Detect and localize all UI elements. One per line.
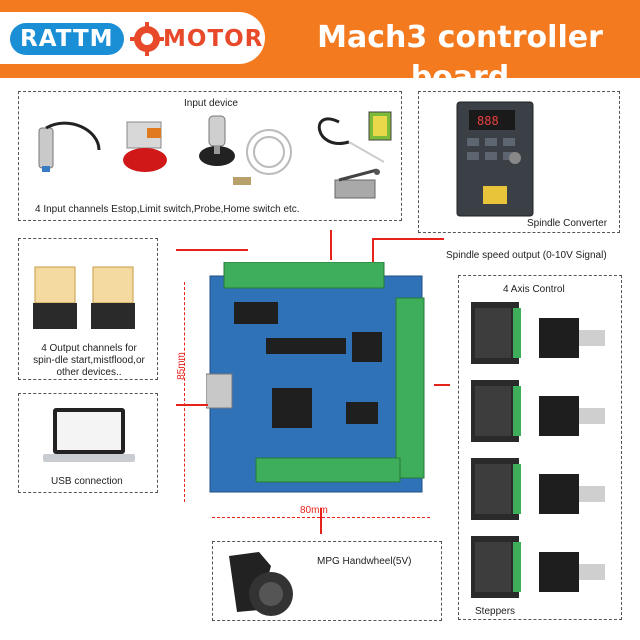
output-devices-panel: 4 Output channels for spin-dle start,mis… xyxy=(18,238,158,380)
arrow-to-spindle xyxy=(372,238,444,240)
mpg-handwheel-caption: MPG Handwheel(5V) xyxy=(317,556,412,567)
svg-text:888: 888 xyxy=(477,114,499,128)
input-device-caption: 4 Input channels Estop,Limit switch,Prob… xyxy=(35,204,300,215)
board-pin-label: NTUO xyxy=(276,497,296,504)
page-title: Mach3 controller board xyxy=(317,20,603,95)
axis-control-panel: 4 Axis Control Steppers xyxy=(458,275,622,620)
steppers-caption: Steppers xyxy=(475,606,516,617)
handwheel-icon xyxy=(229,552,293,616)
usb-connection-caption: USB connection xyxy=(51,476,123,487)
spindle-converter-caption: Spindle Converter xyxy=(527,218,608,229)
arrow-to-input xyxy=(330,230,332,260)
board-width-dimension xyxy=(212,517,430,519)
relay-icon xyxy=(33,266,77,329)
board-pin-label: EZ xyxy=(304,497,314,504)
stepper-driver-stack xyxy=(471,302,605,598)
usb-connection-panel: USB connection xyxy=(18,393,158,493)
board-pin-label: AX xyxy=(346,497,356,504)
arrow-to-spindle xyxy=(372,238,374,262)
output-devices-caption: 4 Output channels for spin-dle start,mis… xyxy=(33,343,145,378)
gear-icon xyxy=(130,22,164,56)
vfd-icon: 888 xyxy=(456,101,534,217)
board-pin-label: EA xyxy=(318,497,328,504)
cable-icon xyxy=(233,129,292,185)
arrow-to-output xyxy=(176,249,248,251)
relay-icon xyxy=(91,266,135,329)
sensor-icon xyxy=(38,121,101,172)
board-pin-label: VSD xyxy=(388,497,402,504)
input-device-title: Input device xyxy=(184,98,238,109)
board-pin-label: EY xyxy=(332,497,342,504)
board-pin-label: TUO xyxy=(262,497,277,504)
header-banner: RATTM MOTOR Mach3 controller board xyxy=(0,0,640,95)
board-height-dimension xyxy=(184,282,186,502)
laptop-icon xyxy=(43,408,135,462)
brand-logo-right: MOTOR xyxy=(163,26,264,52)
board-pin-label: SX xyxy=(360,497,370,504)
arrow-to-axis xyxy=(434,384,450,386)
board-width-label: 80mm xyxy=(300,505,328,516)
arrow-to-usb xyxy=(176,404,208,406)
probe-icon xyxy=(199,115,235,166)
board-height-label: 85mm xyxy=(175,352,187,380)
spindle-speed-output-label: Spindle speed output (0-10V Signal) xyxy=(446,250,607,261)
input-device-panel: Input device 4 Input channels Estop,Limi… xyxy=(18,91,402,221)
estop-button-icon xyxy=(123,121,167,172)
limit-switch-icon xyxy=(334,168,380,199)
proximity-switch-icon xyxy=(317,111,392,163)
spindle-converter-panel: 888 Spindle Converter xyxy=(418,91,620,233)
board-pin-label: DNG xyxy=(374,497,390,504)
axis-control-title: 4 Axis Control xyxy=(503,284,565,295)
board-pin-label: SPI xyxy=(290,497,301,504)
brand-logo-left: RATTM xyxy=(10,23,124,55)
arrow-to-mpg xyxy=(320,508,322,534)
mpg-handwheel-panel: MPG Handwheel(5V) xyxy=(212,541,442,621)
